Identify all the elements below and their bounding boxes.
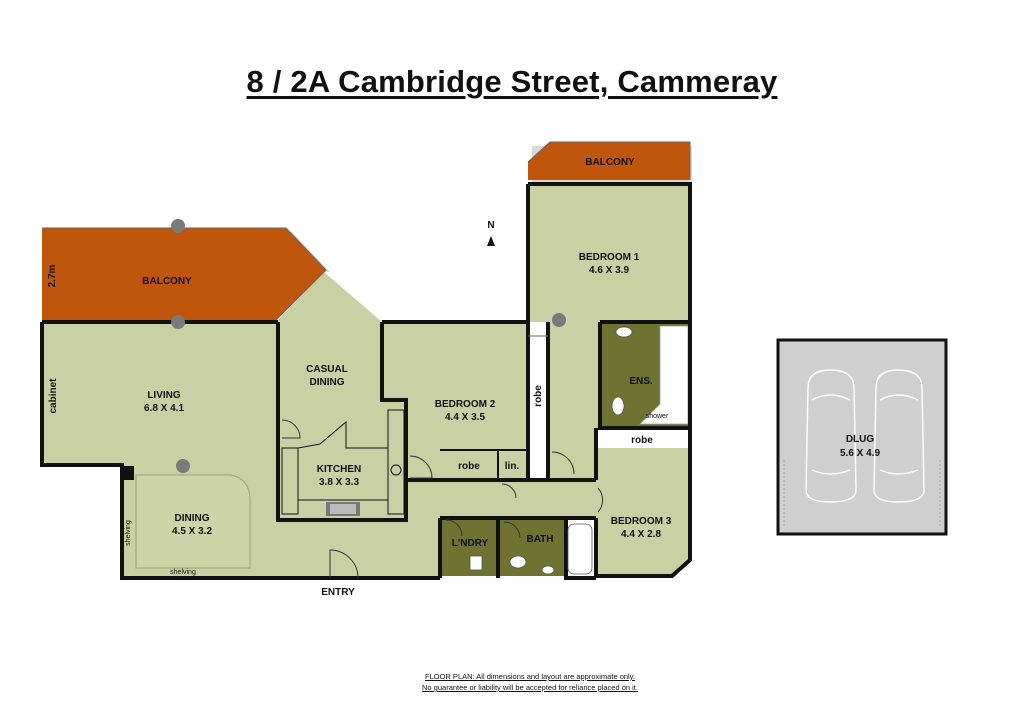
entry-label: ENTRY bbox=[321, 587, 355, 598]
casual-dining-label-line1: CASUAL bbox=[306, 364, 348, 375]
disclaimer-line-1: FLOOR PLAN: All dimensions and layout ar… bbox=[425, 672, 635, 681]
column-marker bbox=[171, 219, 185, 233]
shelving-bottom-label: shelving bbox=[170, 569, 196, 576]
garage: DLUG 5.6 X 4.9 bbox=[776, 338, 948, 536]
page-title: 8 / 2A Cambridge Street, Cammeray bbox=[246, 64, 778, 99]
cabinet-label: cabinet bbox=[48, 378, 59, 414]
dining-zone-outline bbox=[135, 474, 251, 569]
balcony-main bbox=[42, 228, 326, 320]
robe-bed3-label: robe bbox=[631, 435, 653, 446]
kitchen-island bbox=[297, 420, 389, 501]
column-marker bbox=[171, 315, 185, 329]
laundry-floor bbox=[440, 518, 498, 576]
robe-bed1-label: robe bbox=[533, 385, 544, 407]
kitchen-door[interactable] bbox=[281, 419, 301, 439]
north-label: N bbox=[487, 220, 494, 231]
bedroom-1-lower-floor bbox=[548, 322, 600, 480]
living-label: LIVING bbox=[147, 390, 181, 401]
bedroom-3-door[interactable] bbox=[597, 487, 604, 513]
disclaimer-line-2: No guarantee or liability will be accept… bbox=[422, 683, 638, 692]
bath-door[interactable] bbox=[503, 521, 521, 539]
bedroom-2-size: 4.4 X 3.5 bbox=[445, 412, 485, 423]
bedroom-3-floor bbox=[596, 428, 690, 576]
living-size: 6.8 X 4.1 bbox=[144, 403, 184, 414]
car-icon bbox=[873, 369, 925, 503]
balcony-outline bbox=[42, 227, 327, 321]
cooktop bbox=[326, 502, 360, 516]
laundry-tub bbox=[469, 555, 483, 571]
balcony-bed1-outline bbox=[527, 141, 691, 180]
robe-bed2-label: robe bbox=[458, 461, 480, 472]
linen-door[interactable] bbox=[501, 483, 517, 499]
shower-floor bbox=[639, 325, 689, 425]
bedroom-2-door[interactable] bbox=[409, 455, 433, 479]
column-marker bbox=[552, 313, 566, 327]
entry-door[interactable] bbox=[329, 549, 359, 579]
kitchen-sink bbox=[390, 464, 402, 476]
kitchen-size: 3.8 X 3.3 bbox=[319, 477, 359, 488]
car-windscreen bbox=[879, 394, 919, 475]
ensuite-basin bbox=[615, 326, 633, 338]
dining-label: DINING bbox=[175, 513, 210, 524]
dlug-size: 5.6 X 4.9 bbox=[840, 448, 880, 459]
ensuite-toilet bbox=[611, 396, 625, 416]
bedroom-1-size: 4.6 X 3.9 bbox=[589, 265, 629, 276]
shower-label: shower bbox=[646, 413, 669, 420]
bath-basin bbox=[541, 565, 555, 575]
car-icon bbox=[805, 369, 857, 503]
disclaimer: FLOOR PLAN: All dimensions and layout ar… bbox=[0, 671, 1024, 693]
bath-toilet bbox=[509, 555, 527, 569]
balcony-main-label: BALCONY bbox=[142, 276, 192, 287]
balcony-bed1-label: BALCONY bbox=[585, 157, 635, 168]
bedroom-3-size: 4.4 X 2.8 bbox=[621, 529, 661, 540]
casual-dining-floor bbox=[278, 272, 406, 520]
bath-floor bbox=[500, 518, 566, 576]
balcony-bedroom-1 bbox=[528, 142, 690, 180]
ensuite-label: ENS. bbox=[629, 376, 653, 387]
car-windscreen bbox=[811, 394, 851, 475]
column-marker bbox=[176, 459, 190, 473]
laundry-door[interactable] bbox=[445, 519, 463, 537]
laundry-label: L'NDRY bbox=[452, 538, 489, 549]
kitchen-bench-right bbox=[387, 409, 405, 515]
casual-dining-label-line2: DINING bbox=[310, 377, 345, 388]
hall-floor bbox=[406, 480, 596, 520]
ensuite-robe-strip bbox=[596, 428, 690, 448]
bathtub bbox=[567, 523, 593, 575]
dining-pillar bbox=[122, 466, 134, 480]
dlug-label: DLUG bbox=[846, 434, 875, 445]
bath-label: BATH bbox=[526, 534, 553, 545]
bedroom-2-label: BEDROOM 2 bbox=[435, 399, 496, 410]
walls bbox=[40, 182, 692, 580]
dining-size: 4.5 X 3.2 bbox=[172, 526, 212, 537]
shelving-side-label: shelving bbox=[125, 520, 132, 546]
balcony-height-label: 2.7m bbox=[47, 264, 58, 287]
north-arrow: N bbox=[487, 220, 495, 246]
kitchen-label: KITCHEN bbox=[317, 464, 361, 475]
bedroom-3-label: BEDROOM 3 bbox=[611, 516, 672, 527]
linen-label: lin. bbox=[505, 461, 520, 472]
bedroom-1-label: BEDROOM 1 bbox=[579, 252, 640, 263]
bedroom-1-door[interactable] bbox=[551, 451, 575, 475]
bedroom-1-floor bbox=[528, 184, 690, 322]
